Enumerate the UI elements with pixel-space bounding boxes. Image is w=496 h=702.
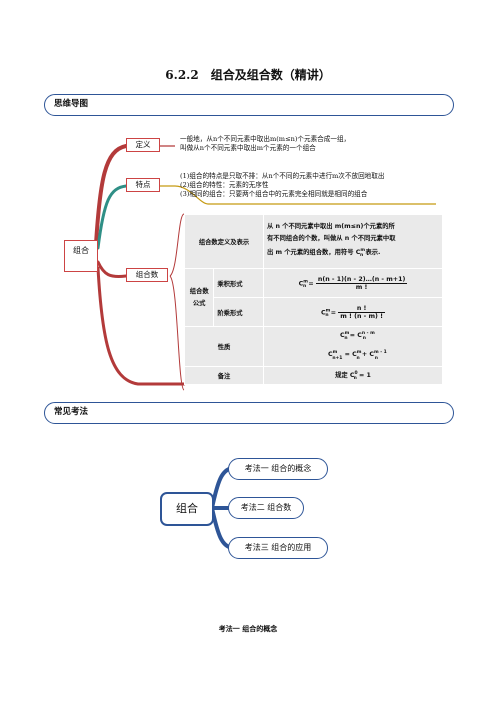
features-line-3: (3)相同的组合：只要两个组合中的元素完全相同就是相同的组合 (180, 190, 368, 198)
mindmap-root-label: 组合 (73, 246, 89, 255)
cell-remark-content: 规定 C0n = 1 (263, 365, 443, 385)
cell-factorial-formula: Cmn = n ! m ! (n - m) ! (263, 297, 443, 327)
definition-line-1: 一般地，从n个不同元素中取出m(m≤n)个元素合成一组， (180, 135, 351, 143)
cell-formula-group: 组合数 公式 (183, 268, 215, 327)
node-combination-number-label: 组合数 (135, 270, 159, 279)
cell-def-content: 从 n 个不同元素中取出 m(m≤n)个元素的所 有不同组合的个数，叫做从 n … (263, 214, 443, 269)
def-line-2: 有不同组合的个数，叫做从 n 个不同元素中取 (267, 234, 396, 242)
section-label-mindmap: 思维导图 (54, 99, 89, 109)
product-denominator: m ! (355, 283, 368, 291)
cell-def-label: 组合数定义及表示 (184, 214, 264, 269)
node-features: 特点 (126, 178, 160, 192)
section-label-exam: 常见考法 (54, 407, 89, 417)
page-title: 6.2.2 组合及组合数（精讲） (165, 68, 331, 82)
exam-method-2: 考法二 组合数 (228, 497, 304, 519)
def-line-1: 从 n 个不同元素中取出 m(m≤n)个元素的所 (267, 222, 395, 230)
remark-text: 规定 C (335, 371, 355, 379)
factorial-denominator: m ! (n - m) ! (340, 312, 383, 320)
node-combination-number: 组合数 (126, 268, 168, 282)
cell-property-label: 性质 (184, 326, 264, 367)
definition-line-2: 叫做从n个不同元素中取出m个元素的一个组合 (180, 144, 316, 152)
exam-method-1-label: 考法一 组合的概念 (244, 464, 312, 473)
factorial-numerator: n ! (338, 305, 385, 313)
cell-factorial-label: 阶乘形式 (213, 297, 264, 327)
def-tail: 表示. (365, 248, 381, 256)
exam-method-3: 考法三 组合的应用 (228, 537, 328, 559)
node-definition: 定义 (126, 138, 160, 152)
definition-text: 一般地，从n个不同元素中取出m(m≤n)个元素合成一组， 叫做从n个不同元素中取… (180, 135, 350, 153)
product-fraction: n(n - 1)(n - 2)…(n - m+1) m ! (315, 275, 408, 291)
property-pascal: Cmn+1 = Cmn + Cm - 1n (328, 350, 387, 361)
cell-product-label: 乘积形式 (213, 268, 264, 298)
features-line-1: (1)组合的特点是只取不排：从n个不同的元素中进行m次不放回地取出 (180, 172, 385, 180)
product-numerator: n(n - 1)(n - 2)…(n - m+1) (315, 275, 408, 284)
cell-product-formula: Cmn = n(n - 1)(n - 2)…(n - m+1) m ! (263, 268, 443, 298)
cell-remark-label: 备注 (184, 365, 264, 385)
formula-group-label: 组合数 (189, 287, 209, 295)
section-bar-mindmap: 思维导图 (44, 94, 454, 116)
subsection-heading: 考法一 组合的概念 (218, 624, 278, 633)
node-definition-label: 定义 (135, 140, 151, 149)
features-line-2: (2)组合的特性：元素的无序性 (180, 181, 269, 189)
mindmap-root: 组合 (64, 240, 98, 272)
factorial-fraction: n ! m ! (n - m) ! (338, 305, 385, 320)
formula-group-label-2: 公式 (192, 299, 206, 307)
exam-center-node: 组合 (160, 492, 214, 526)
property-symmetry: Cmn = Cn - mn (340, 331, 375, 342)
exam-center-label: 组合 (176, 502, 198, 515)
cell-property-content: Cmn = Cn - mn Cmn+1 = Cmn + Cm - 1n (263, 326, 443, 367)
exam-method-1: 考法一 组合的概念 (228, 458, 328, 480)
section-bar-exam: 常见考法 (44, 402, 454, 424)
exam-method-3-label: 考法三 组合的应用 (244, 543, 312, 552)
exam-method-2-label: 考法二 组合数 (240, 503, 292, 512)
def-line-3: 出 m 个元素的组合数，用符号 C (267, 248, 361, 256)
features-text: (1)组合的特点是只取不排：从n个不同的元素中进行m次不放回地取出 (2)组合的… (180, 172, 384, 199)
node-features-label: 特点 (135, 180, 151, 189)
combination-table: 组合数定义及表示 从 n 个不同元素中取出 m(m≤n)个元素的所 有不同组合的… (183, 214, 443, 385)
